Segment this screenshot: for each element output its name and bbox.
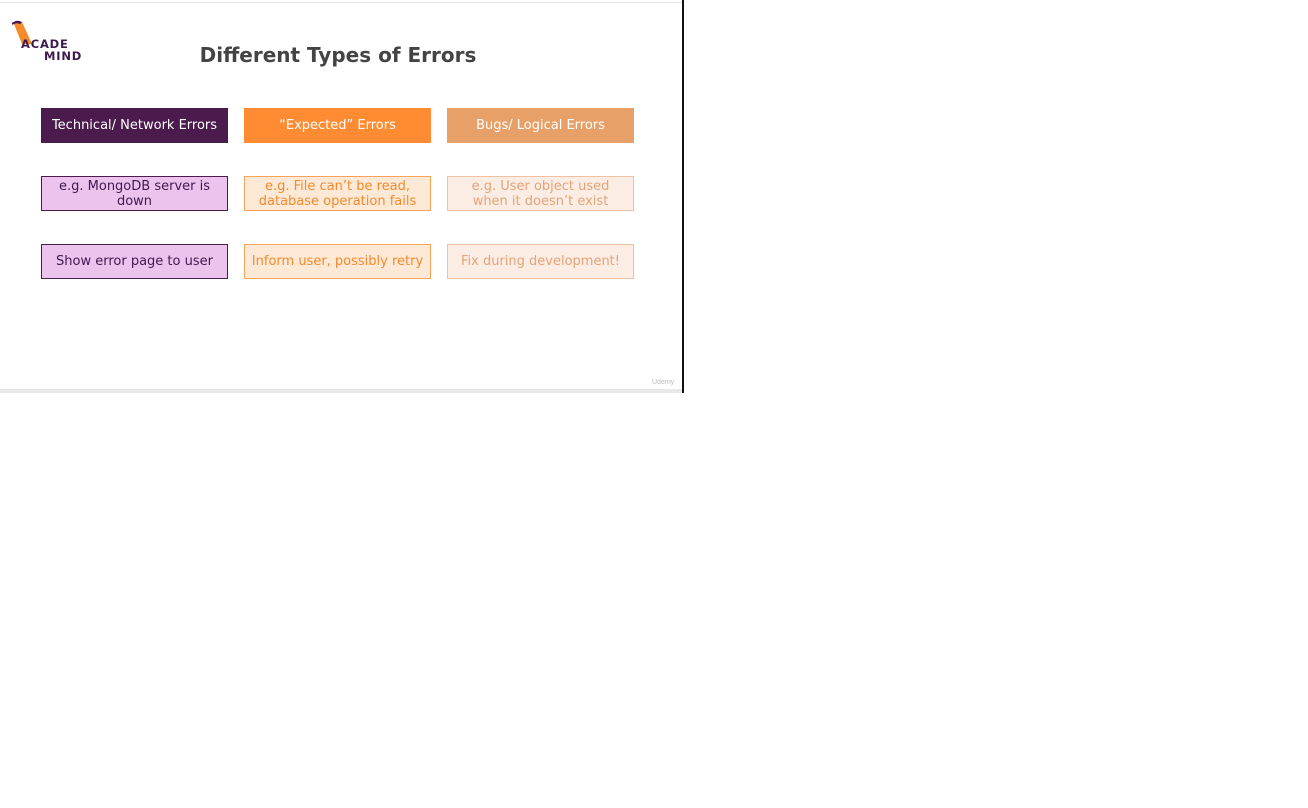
logo-text-acade: ACADE bbox=[21, 37, 69, 51]
example-technical-network-errors: e.g. MongoDB server is down bbox=[41, 176, 228, 211]
slide-bottom-bar bbox=[0, 389, 682, 393]
slide-right-edge bbox=[682, 0, 684, 393]
academind-logo: ACADE MIND bbox=[12, 20, 92, 64]
slide-title: Different Types of Errors bbox=[199, 43, 477, 67]
example-expected-errors: e.g. File can’t be read, database operat… bbox=[244, 176, 431, 211]
action-bugs-logical-errors: Fix during development! bbox=[447, 244, 634, 279]
header-technical-network-errors: Technical/ Network Errors bbox=[41, 108, 228, 143]
action-technical-network-errors: Show error page to user bbox=[41, 244, 228, 279]
logo-text-mind: MIND bbox=[44, 49, 83, 63]
header-expected-errors: “Expected” Errors bbox=[244, 108, 431, 143]
slide: ACADE MIND Different Types of Errors Tec… bbox=[0, 2, 682, 391]
example-bugs-logical-errors: e.g. User object used when it doesn’t ex… bbox=[447, 176, 634, 211]
udemy-watermark: Udemy bbox=[652, 379, 675, 386]
logo-mark-icon bbox=[12, 20, 32, 44]
header-bugs-logical-errors: Bugs/ Logical Errors bbox=[447, 108, 634, 143]
action-expected-errors: Inform user, possibly retry bbox=[244, 244, 431, 279]
